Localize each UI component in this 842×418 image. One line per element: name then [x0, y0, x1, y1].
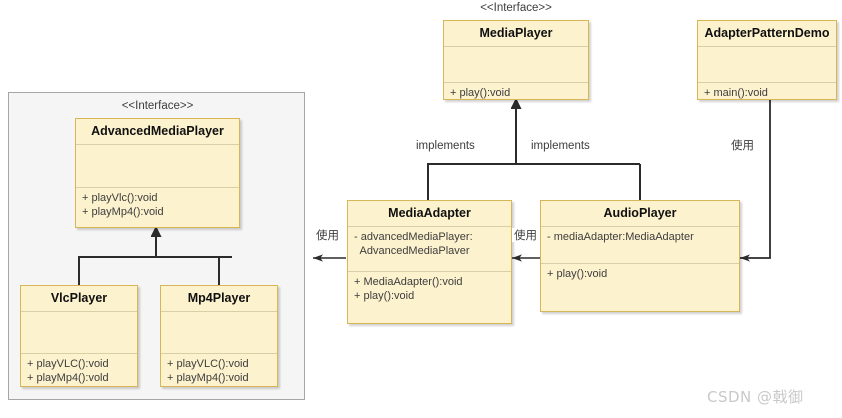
edge-label-implements-right: implements [529, 139, 592, 153]
stereotype-media-player: <<Interface>> [480, 2, 552, 14]
edge-label-implements-left: implements [414, 139, 477, 153]
class-advanced-media-player[interactable]: AdvancedMediaPlayer + playVlc():void + p… [75, 118, 240, 228]
operation-row: + play():void [450, 87, 511, 99]
attribute-row: - advancedMediaPlayer: [354, 231, 473, 243]
operation-row: + playMp4():void [167, 371, 249, 384]
class-operations-advanced-media-player: + playVlc():void + playMp4():void [76, 188, 239, 227]
class-title-vlc-player: VlcPlayer [21, 286, 137, 312]
class-title-audio-player: AudioPlayer [541, 201, 739, 227]
attribute-row: AdvancedMediaPlaver [354, 244, 470, 257]
class-operations-audio-player: + play():void [541, 264, 739, 311]
class-attributes-mp4-player [161, 312, 277, 354]
class-media-adapter[interactable]: MediaAdapter - advancedMediaPlayer: Adva… [347, 200, 512, 324]
operation-row: + play():void [547, 268, 608, 280]
class-audio-player[interactable]: AudioPlayer - mediaAdapter:MediaAdapter … [540, 200, 740, 312]
class-title-media-player: MediaPlayer [444, 21, 588, 47]
operation-row: + main():void [704, 87, 768, 99]
operation-row: + MediaAdapter():void [354, 276, 463, 288]
class-attributes-advanced-media-player [76, 145, 239, 188]
operation-row: + playVLC():void [27, 358, 109, 370]
class-adapter-pattern-demo[interactable]: AdapterPatternDemo + main():void [697, 20, 837, 100]
class-operations-adapter-pattern-demo: + main():void [698, 83, 836, 105]
class-attributes-vlc-player [21, 312, 137, 354]
class-title-adapter-pattern-demo: AdapterPatternDemo [698, 21, 836, 47]
dependency-demo-to-audio [740, 100, 771, 262]
edge-label-uses-adapter-to-advanced: 使用 [314, 228, 341, 242]
class-attributes-adapter-pattern-demo [698, 47, 836, 83]
operation-row: + playVLC():void [167, 358, 249, 370]
class-operations-media-adapter: + MediaAdapter():void + play():void [348, 272, 511, 323]
class-operations-vlc-player: + playVLC():void + playMp4():vold [21, 354, 137, 389]
operation-row: + playMp4():void [82, 205, 164, 218]
class-attributes-audio-player: - mediaAdapter:MediaAdapter [541, 227, 739, 264]
edge-label-uses-demo-to-audio: 使用 [729, 138, 756, 152]
attribute-row: - mediaAdapter:MediaAdapter [547, 231, 694, 243]
edge-label-uses-audio-to-adapter: 使用 [512, 228, 539, 242]
operation-row: + playVlc():void [82, 192, 158, 204]
class-title-advanced-media-player: AdvancedMediaPlayer [76, 119, 239, 145]
class-title-mp4-player: Mp4Player [161, 286, 277, 312]
class-attributes-media-player [444, 47, 588, 83]
class-vlc-player[interactable]: VlcPlayer + playVLC():void + playMp4():v… [20, 285, 138, 387]
class-operations-media-player: + play():void [444, 83, 588, 105]
operation-row: + playMp4():vold [27, 371, 109, 384]
class-mp4-player[interactable]: Mp4Player + playVLC():void + playMp4():v… [160, 285, 278, 387]
class-media-player[interactable]: MediaPlayer + play():void [443, 20, 589, 100]
operation-row: + play():void [354, 289, 415, 302]
class-title-media-adapter: MediaAdapter [348, 201, 511, 227]
stereotype-advanced-media-player: <<Interface>> [121, 100, 194, 112]
csdn-watermark: CSDN @戟御 [707, 388, 804, 406]
class-attributes-media-adapter: - advancedMediaPlayer: AdvancedMediaPlav… [348, 227, 511, 272]
class-operations-mp4-player: + playVLC():void + playMp4():void [161, 354, 277, 389]
